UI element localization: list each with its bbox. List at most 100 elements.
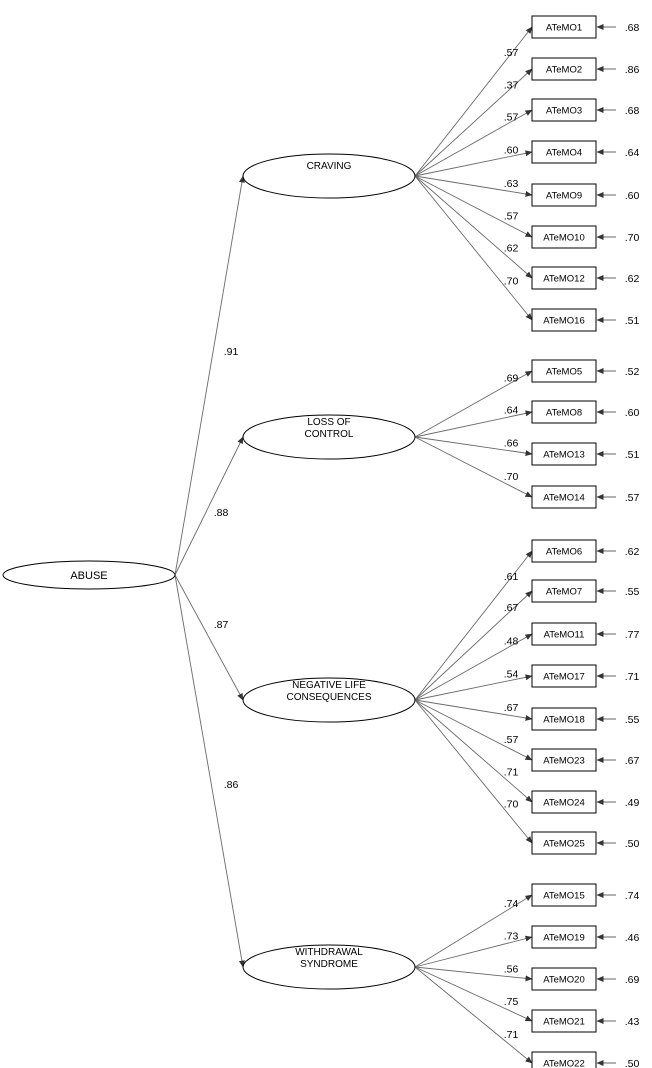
indicator-atemo19-label: ATeMO19 [543,933,585,944]
path-negative-life-consequences-to-atemo23 [414,699,533,761]
item-loading-atemo17: .54 [504,668,519,680]
path-withdrawal-syndrome-to-atemo22 [414,966,533,1064]
error-variance-atemo22: .50 [625,1058,640,1068]
path-negative-life-consequences-to-atemo24 [414,699,533,803]
indicator-atemo3-label: ATeMO3 [546,106,582,117]
error-variance-atemo3: .68 [625,105,640,117]
error-variance-atemo11: .77 [625,629,640,641]
path-craving-to-atemo3 [414,109,533,177]
item-loading-atemo18: .67 [504,702,519,714]
error-variance-atemo6: .62 [625,546,640,558]
path-negative-life-consequences-to-atemo6 [414,550,533,701]
latent-negative-life-consequences-label: CONSEQUENCES [286,692,371,703]
path-abuse-to-loss-of-control [174,436,244,576]
indicator-atemo2-label: ATeMO2 [546,65,582,76]
latent-craving [242,153,416,199]
path-negative-life-consequences-to-atemo7 [414,590,533,701]
item-loading-atemo15: .74 [504,898,519,910]
indicator-atemo1-label: ATeMO1 [546,23,582,34]
indicator-atemo23-label: ATeMO23 [543,756,585,767]
path-withdrawal-syndrome-to-atemo15 [414,894,533,968]
latent-abuse [2,560,176,590]
path-loss-of-control-to-atemo5 [414,370,533,438]
indicator-atemo19 [531,925,597,949]
path-craving-to-atemo4 [414,150,533,177]
indicator-atemo12-label: ATeMO12 [543,274,585,285]
indicator-atemo22 [531,1051,597,1068]
item-loading-atemo14: .70 [504,471,519,483]
path-negative-life-consequences-to-atemo18 [414,699,533,721]
indicator-atemo24 [531,790,597,814]
item-loading-atemo21: .75 [504,996,519,1008]
error-variance-atemo1: .68 [625,22,640,34]
latent-negative-life-consequences-label: NEGATIVE LIFE [292,680,366,691]
indicator-atemo8 [531,400,597,424]
item-loading-atemo20: .56 [504,963,519,975]
path-craving-to-atemo2 [414,68,533,177]
indicator-atemo10-label: ATeMO10 [543,233,585,244]
factor-loading-withdrawal-syndrome: .86 [224,779,239,791]
item-loading-atemo16: .70 [504,275,519,287]
error-variance-atemo18: .55 [625,714,640,726]
indicator-atemo12 [531,266,597,290]
latent-abuse-label: ABUSE [70,570,107,582]
indicator-atemo4 [531,140,597,164]
item-loading-atemo22: .71 [504,1029,519,1041]
error-variance-atemo23: .67 [625,755,640,767]
path-loss-of-control-to-atemo13 [414,436,533,457]
error-variance-atemo24: .49 [625,797,640,809]
indicator-atemo16-label: ATeMO16 [543,316,585,327]
latent-loss-of-control-label: CONTROL [305,429,354,440]
item-loading-atemo4: .60 [504,144,519,156]
indicator-atemo23 [531,748,597,772]
path-craving-to-atemo10 [414,175,533,238]
item-loading-atemo10: .57 [504,211,519,223]
indicator-atemo16 [531,308,597,332]
indicator-atemo7 [531,579,597,603]
indicator-atemo2 [531,57,597,81]
indicator-atemo21 [531,1009,597,1033]
path-withdrawal-syndrome-to-atemo21 [414,966,533,1022]
factor-loading-craving: .91 [224,346,239,358]
item-loading-atemo5: .69 [504,373,519,385]
factor-loading-loss-of-control: .88 [214,507,229,519]
path-craving-to-atemo16 [414,175,533,321]
error-variance-atemo14: .57 [625,492,640,504]
indicator-atemo14-label: ATeMO14 [543,493,585,504]
indicator-atemo20 [531,967,597,991]
item-loading-atemo13: .66 [504,437,519,449]
indicator-atemo5 [531,359,597,383]
error-variance-atemo20: .69 [625,974,640,986]
error-variance-atemo19: .46 [625,932,640,944]
indicator-atemo1 [531,15,597,39]
latent-craving-label: CRAVING [307,161,352,172]
path-abuse-to-withdrawal-syndrome [174,574,245,968]
path-withdrawal-syndrome-to-atemo20 [414,966,533,982]
error-variance-atemo21: .43 [625,1016,640,1028]
latent-negative-life-consequences [242,677,416,723]
error-variance-atemo16: .51 [625,315,640,327]
indicator-atemo15 [531,883,597,907]
indicator-atemo9 [531,183,597,207]
path-negative-life-consequences-to-atemo25 [414,699,533,844]
indicator-atemo4-label: ATeMO4 [546,148,582,159]
indicator-atemo24-label: ATeMO24 [543,798,585,809]
path-loss-of-control-to-atemo8 [414,410,533,438]
indicator-atemo7-label: ATeMO7 [546,587,582,598]
indicator-atemo6 [531,539,597,563]
error-variance-atemo7: .55 [625,586,640,598]
latent-withdrawal-syndrome-label: SYNDROME [300,959,358,970]
indicator-atemo25-label: ATeMO25 [543,839,585,850]
item-loading-atemo6: .61 [504,571,519,583]
indicator-atemo10 [531,225,597,249]
indicator-atemo22-label: ATeMO22 [543,1059,585,1068]
indicator-atemo5-label: ATeMO5 [546,367,582,378]
indicator-atemo20-label: ATeMO20 [543,975,585,986]
indicator-atemo6-label: ATeMO6 [546,547,582,558]
item-loading-atemo8: .64 [504,405,519,417]
path-craving-to-atemo9 [414,175,533,197]
path-loss-of-control-to-atemo14 [414,436,533,498]
latent-withdrawal-syndrome-label: WITHDRAWAL [295,947,363,958]
item-loading-atemo24: .71 [504,767,519,779]
